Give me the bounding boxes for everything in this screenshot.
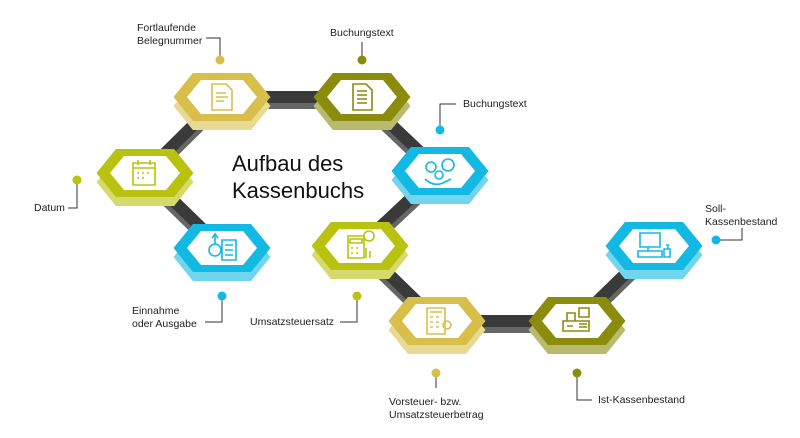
marker-dot xyxy=(352,291,362,301)
leader-line xyxy=(340,296,358,323)
label-line: Fortlaufende xyxy=(137,22,196,34)
label-line: Einnahme xyxy=(132,305,180,317)
marker-dot xyxy=(217,291,227,301)
money-bag-list-icon xyxy=(208,232,237,261)
label-datum: Datum xyxy=(34,202,65,215)
hexagon-soll xyxy=(605,222,703,279)
calculator-sheet-icon xyxy=(426,307,452,335)
coins-hand-icon xyxy=(424,158,455,186)
text-document-icon xyxy=(352,83,373,111)
computer-terminal-icon xyxy=(637,232,671,258)
hexagon-vorsteuer xyxy=(388,297,486,354)
calculator-percent-icon xyxy=(347,230,375,259)
label-line: Umsatzsteuersatz xyxy=(250,316,335,328)
hexagon-buchungstext1 xyxy=(313,73,411,130)
hexagon-einnahme xyxy=(173,224,271,281)
marker-dot xyxy=(572,368,582,378)
leader-lines xyxy=(68,37,743,401)
marker-dot xyxy=(72,175,82,185)
marker-dot xyxy=(215,55,225,65)
label-line: Belegnummer xyxy=(137,35,203,47)
label-line: Buchungstext xyxy=(330,27,394,39)
leader-line xyxy=(576,373,592,401)
hexagon-datum xyxy=(96,149,194,206)
cash-register-icon xyxy=(562,307,590,332)
title-line-2: Kassenbuchs xyxy=(232,178,365,203)
label-line: Kassenbestand xyxy=(705,216,778,228)
label-soll: Soll-Kassenbestand xyxy=(705,203,777,229)
label-umsatzsteuersatz: Umsatzsteuersatz xyxy=(250,316,334,329)
hexagon-inner xyxy=(327,80,397,114)
leader-line xyxy=(439,103,456,130)
label-line: Vorsteuer- bzw. xyxy=(389,396,462,408)
hexagon-buchungstext2 xyxy=(391,147,489,204)
hexagon-inner xyxy=(402,304,472,338)
marker-dot xyxy=(435,125,445,135)
leader-line xyxy=(68,180,78,209)
hexagon-nodes xyxy=(96,73,703,354)
label-vorsteuer: Vorsteuer- bzw.Umsatzsteuerbetrag xyxy=(389,396,484,422)
calendar-clock-icon xyxy=(132,160,156,186)
hexagon-inner xyxy=(110,156,180,190)
label-ist: Ist-Kassenbestand xyxy=(598,394,685,407)
label-line: Soll- xyxy=(705,203,727,215)
marker-dot xyxy=(357,55,367,65)
label-line: Umsatzsteuerbetrag xyxy=(389,409,484,421)
label-line: Datum xyxy=(34,202,65,214)
hexagon-inner xyxy=(325,229,395,263)
label-line: Ist-Kassenbestand xyxy=(598,394,685,406)
label-buchungstext1: Buchungstext xyxy=(330,27,394,40)
leader-line xyxy=(716,228,743,241)
leader-line xyxy=(205,296,223,323)
label-buchungstext2: Buchungstext xyxy=(463,98,527,111)
hexagon-ist xyxy=(528,297,626,354)
marker-dot xyxy=(711,235,721,245)
label-line: Buchungstext xyxy=(463,98,527,110)
label-line: oder Ausgabe xyxy=(132,318,197,330)
title-line-1: Aufbau des xyxy=(232,151,344,176)
marker-dot xyxy=(431,368,441,378)
hexagon-belegnummer xyxy=(173,73,271,130)
leader-line xyxy=(206,37,221,60)
hexagon-inner xyxy=(619,229,689,263)
hexagon-umsatzsteuersatz xyxy=(311,222,409,279)
numbered-document-icon xyxy=(211,83,233,111)
diagram-title: Aufbau des Kassenbuchs xyxy=(232,150,364,204)
